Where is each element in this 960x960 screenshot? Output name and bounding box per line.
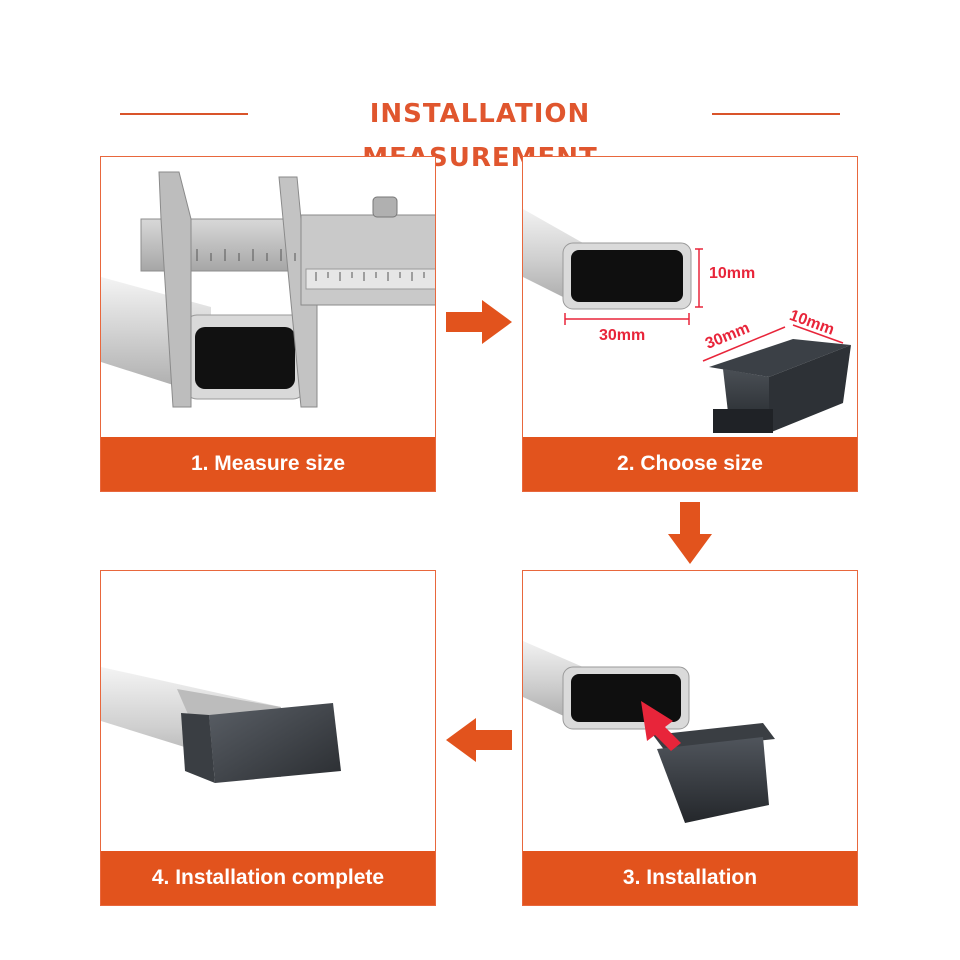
step-panel-installation: 3. Installation bbox=[522, 570, 858, 906]
step-caption: 2. Choose size bbox=[523, 437, 857, 491]
tube-height-label: 10mm bbox=[709, 265, 756, 282]
step-caption: 1. Measure size bbox=[101, 437, 435, 491]
step-panel-installation-complete: 4. Installation complete bbox=[100, 570, 436, 906]
tube-with-cap-installed-image bbox=[101, 667, 341, 783]
arrow-down-icon bbox=[668, 502, 712, 564]
step-panel-measure: 1. Measure size bbox=[100, 156, 436, 492]
header: INSTALLATION MEASUREMENT bbox=[0, 92, 960, 173]
tube-and-cap-dimensions-image bbox=[523, 209, 851, 433]
step-caption: 4. Installation complete bbox=[101, 851, 435, 905]
tube-width-label: 30mm bbox=[599, 327, 646, 344]
step-panel-choose-size: 10mm 30mm 30mm 10mm 2. Choose size bbox=[522, 156, 858, 492]
arrow-right-icon bbox=[446, 300, 512, 344]
caliper-measuring-tube-image bbox=[101, 171, 435, 408]
title-divider-right bbox=[712, 113, 840, 115]
title-divider-left bbox=[120, 113, 248, 115]
step-caption: 3. Installation bbox=[523, 851, 857, 905]
inserting-cap-into-tube-image bbox=[523, 641, 775, 823]
arrow-left-icon bbox=[446, 718, 512, 762]
